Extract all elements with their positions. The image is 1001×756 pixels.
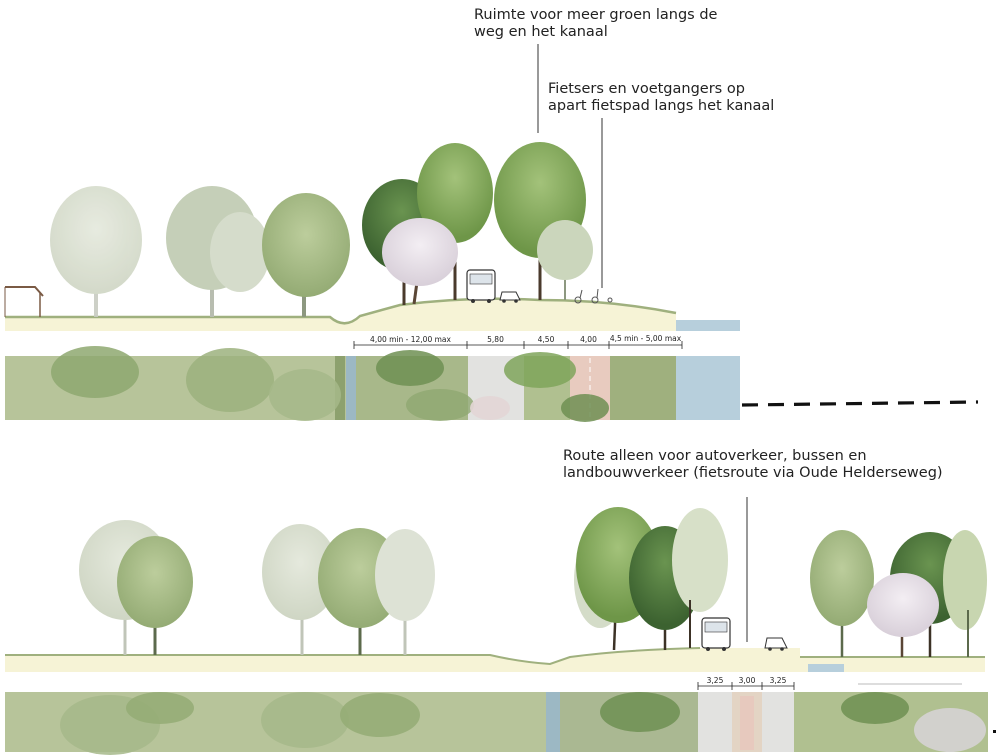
annotation-bottom-route: Route alleen voor autoverkeer, bussen en…	[563, 448, 943, 482]
top-tree	[50, 186, 142, 317]
bottom-ditch-water	[808, 664, 844, 672]
top-car	[499, 291, 521, 303]
dimension-label: 3,25	[706, 676, 724, 685]
annotation-line: Route alleen voor autoverkeer, bussen en	[563, 448, 867, 464]
bottom-dimension-line	[697, 682, 795, 690]
top-tree	[166, 186, 270, 317]
annotation-line: apart fietspad langs het kanaal	[548, 98, 775, 114]
dimension-label: 4,50	[537, 335, 555, 344]
dimension-label: 5,80	[487, 335, 504, 344]
bottom-car	[764, 637, 788, 651]
top-cyclists	[574, 288, 613, 304]
bottom-plan-view	[5, 692, 988, 755]
top-tree-blossom	[382, 218, 458, 305]
dimension-label: 3,00	[738, 676, 756, 685]
dimension-label: 4,5 min - 5,00 max	[609, 334, 682, 343]
annotation-line: landbouwverkeer (fietsroute via Oude Hel…	[563, 465, 943, 481]
annotation-line: Fietsers en voetgangers op	[548, 81, 745, 97]
bottom-tree-right	[810, 530, 874, 657]
top-ground	[5, 298, 676, 331]
shed	[4, 286, 44, 317]
bottom-tree	[375, 529, 435, 655]
bottom-tree-blossom	[867, 573, 939, 657]
top-dimension-line	[353, 341, 683, 349]
top-bus	[466, 269, 496, 303]
bottom-tree-right	[943, 530, 987, 657]
annotation-top-cyclists: Fietsers en voetgangers op apart fietspa…	[548, 81, 774, 115]
annotation-line: weg en het kanaal	[474, 24, 608, 40]
top-dashed-connector	[741, 400, 979, 407]
bottom-section	[5, 497, 996, 755]
top-canal-water	[676, 320, 740, 331]
annotation-top-green-space: Ruimte voor meer groen langs de weg en h…	[474, 7, 717, 41]
top-plan-view	[5, 346, 740, 422]
top-tree	[262, 193, 350, 317]
dimension-label: 3,25	[769, 676, 787, 685]
bottom-ground	[5, 648, 985, 672]
annotation-line: Ruimte voor meer groen langs de	[474, 7, 718, 23]
bottom-tree-cluster	[574, 507, 728, 651]
bottom-tree	[262, 524, 338, 655]
bottom-tree	[117, 536, 193, 655]
bottom-end-marker	[993, 730, 996, 733]
top-tree-faded	[537, 220, 593, 300]
bottom-bus	[701, 617, 731, 651]
dimension-label: 4,00	[580, 335, 597, 344]
dimension-label: 4,00 min - 12,00 max	[370, 335, 451, 344]
top-section	[4, 44, 979, 422]
